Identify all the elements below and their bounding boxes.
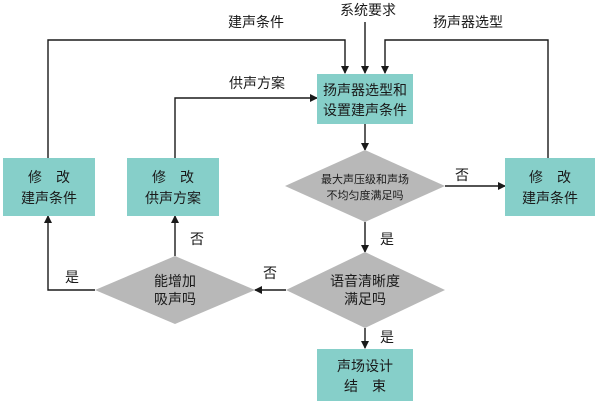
- svg-text:能增加: 能增加: [154, 274, 196, 290]
- arrow-left-build-conditions: [47, 39, 349, 158]
- edge-label-absorb-yes: 是: [65, 270, 79, 286]
- connectors: [44, 22, 549, 349]
- svg-text:供声方案: 供声方案: [145, 190, 201, 207]
- svg-text:修 改: 修 改: [529, 170, 571, 186]
- edge-label-absorb-no: 否: [190, 232, 204, 248]
- svg-text:结 束: 结 束: [344, 379, 386, 395]
- node-end: 声场设计 结 束: [317, 349, 413, 401]
- label-speaker-selection: 扬声器选型: [433, 15, 503, 31]
- svg-text:建声条件: 建声条件: [522, 190, 578, 207]
- edge-label-spl-yes: 是: [380, 232, 394, 248]
- svg-text:设置建声条件: 设置建声条件: [323, 102, 407, 119]
- arrow-absorb-yes: [44, 215, 95, 291]
- svg-text:最大声压级和声场: 最大声压级和声场: [321, 172, 409, 186]
- svg-text:吸声吗: 吸声吗: [154, 292, 196, 308]
- label-system-requirements: 系统要求: [340, 3, 396, 19]
- label-build-conditions: 建声条件: [228, 14, 284, 31]
- node-decision-absorb: 能增加 吸声吗: [95, 256, 255, 324]
- edge-label-clarity-yes: 是: [380, 330, 394, 346]
- svg-text:修 改: 修 改: [28, 170, 70, 186]
- svg-text:声场设计: 声场设计: [337, 359, 393, 375]
- svg-text:满足吗: 满足吗: [344, 292, 386, 308]
- svg-text:扬声器选型和: 扬声器选型和: [323, 83, 407, 99]
- label-supply-scheme: 供声方案: [229, 75, 285, 92]
- node-start: 扬声器选型和 设置建声条件: [317, 74, 413, 124]
- edge-label-clarity-no: 否: [263, 266, 277, 282]
- node-decision-spl: 最大声压级和声场 不均匀度满足吗: [285, 150, 445, 222]
- svg-text:建声条件: 建声条件: [21, 190, 77, 207]
- svg-text:不均匀度满足吗: 不均匀度满足吗: [327, 188, 404, 202]
- node-modify-build-left: 修 改 建声条件: [3, 158, 95, 216]
- svg-text:修 改: 修 改: [152, 170, 194, 186]
- arrow-right-speaker-selection: [381, 39, 549, 158]
- node-modify-build-right: 修 改 建声条件: [505, 158, 595, 216]
- arrow-supply-scheme: [174, 94, 318, 158]
- svg-text:语音清晰度: 语音清晰度: [330, 273, 400, 290]
- node-modify-supply: 修 改 供声方案: [127, 158, 219, 216]
- node-decision-clarity: 语音清晰度 满足吗: [286, 252, 445, 328]
- edge-label-spl-no: 否: [455, 168, 469, 184]
